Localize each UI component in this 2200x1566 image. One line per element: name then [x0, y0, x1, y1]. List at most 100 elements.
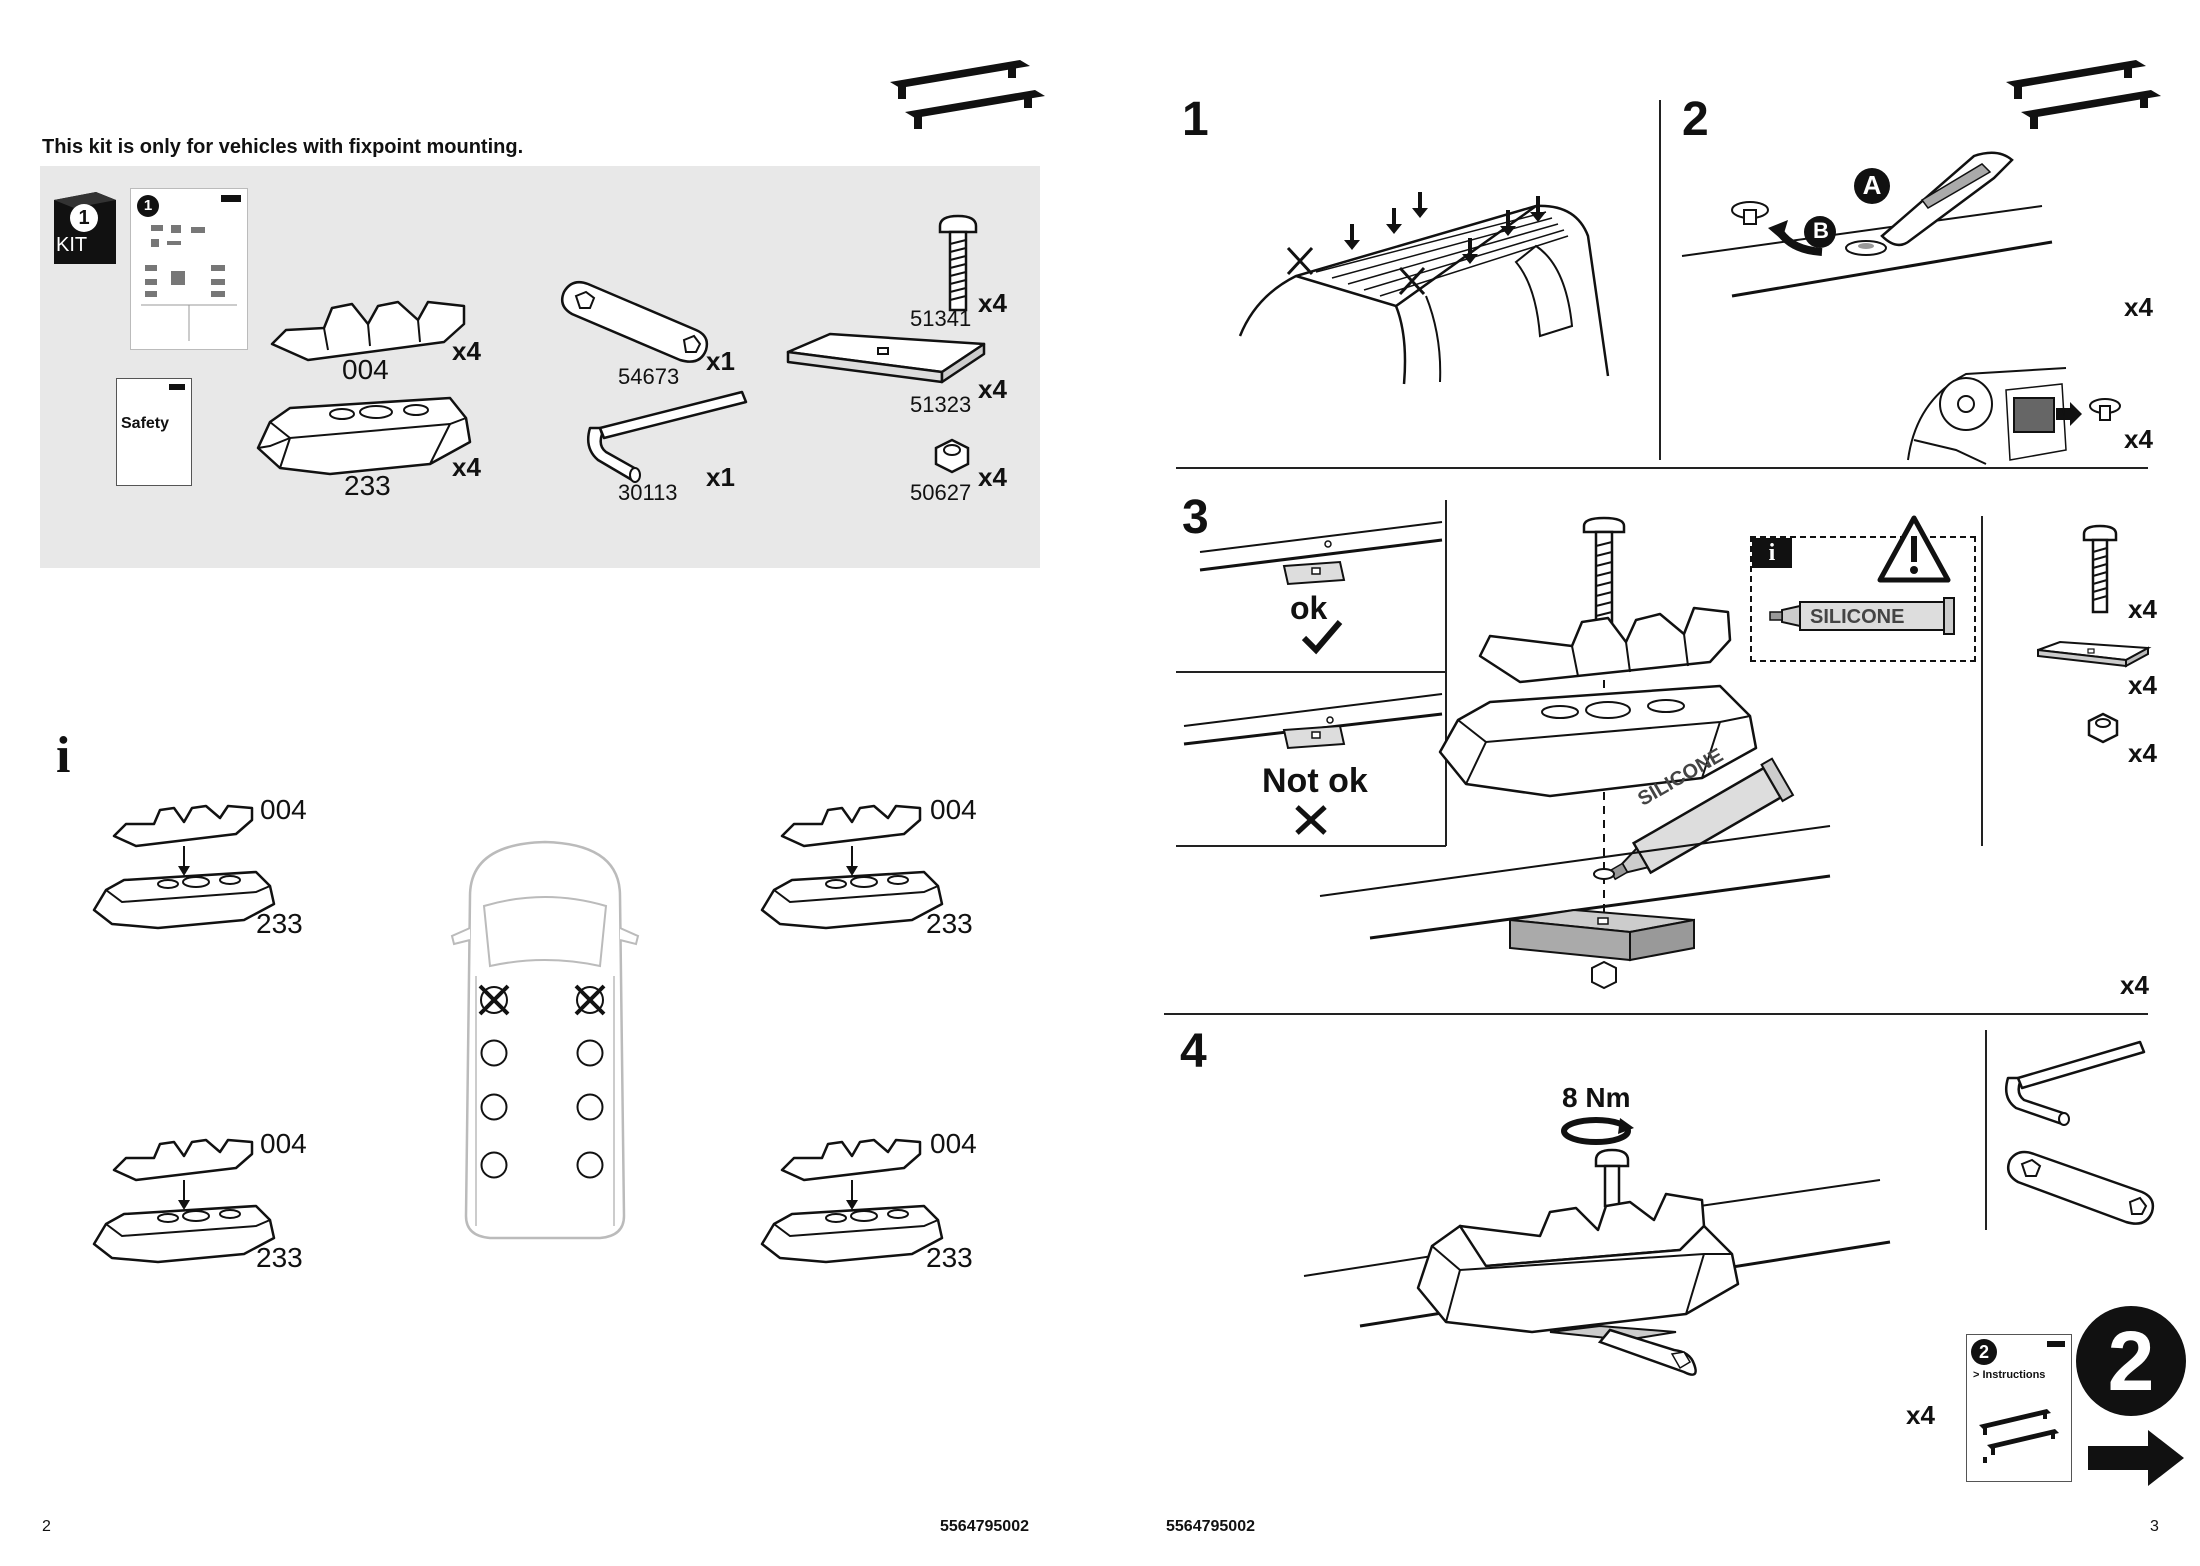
- part-51323-code: 51323: [910, 392, 972, 417]
- page-number-right: 3: [2150, 1518, 2159, 1535]
- fixpoint-crossed-left-icon: [478, 984, 510, 1016]
- part-004-icon: [270, 300, 466, 362]
- assembly-label-233: 233: [926, 1242, 973, 1273]
- silicone-info-icon: i: [1752, 538, 1792, 568]
- step-4-number: 4: [1180, 1025, 1207, 1078]
- step-3-ok-plate-icon: [1199, 521, 1443, 586]
- step-4-installed-foot-icon: [1303, 1148, 1891, 1376]
- next-booklet-badge-circle: [1971, 1339, 1997, 1365]
- step-2-number: 2: [1682, 93, 1709, 146]
- part-50627-code: 50627: [910, 480, 972, 505]
- part-233-code: 233: [344, 470, 391, 501]
- step-3-ok-label: ok: [1290, 590, 1328, 626]
- step-3-bolt-qty: x4: [2128, 594, 2157, 624]
- part-004-qty: x4: [452, 336, 481, 366]
- step-3-not-ok-plate-icon: [1183, 693, 1443, 750]
- assembly-004-on-233-icon: [92, 1138, 276, 1264]
- step-1-van-roof-icon: [1238, 192, 1610, 385]
- fixpoint-circle-icon: [576, 1151, 604, 1179]
- step-4-wrench-icon: [2007, 1150, 2155, 1225]
- page-number-left: 2: [42, 1518, 51, 1535]
- info-icon: i: [56, 727, 71, 784]
- assembly-label-004: 004: [260, 1128, 307, 1159]
- assembly-004-on-233-icon: [760, 1138, 944, 1264]
- assembly-label-004: 004: [930, 1128, 977, 1159]
- kit-notice: This kit is only for vehicles with fixpo…: [42, 136, 524, 158]
- part-50627-qty: x4: [978, 462, 1007, 492]
- silicone-tube-icon: [1769, 597, 1955, 635]
- next-page-arrow-icon: [2088, 1430, 2184, 1486]
- step-2-qty-bottom: x4: [2124, 424, 2153, 454]
- step-2-callout-a: A: [1862, 170, 1882, 200]
- kit-badge-circle: [70, 204, 98, 232]
- step-2-qty-top: x4: [2124, 292, 2153, 322]
- instruction-booklet-1: 1: [130, 188, 248, 350]
- part-51341-qty: x4: [978, 288, 1007, 318]
- assembly-label-233: 233: [256, 1242, 303, 1273]
- part-51341-bolt-icon: [938, 214, 978, 312]
- silicone-info-tube-label: SILICONE: [1810, 606, 1905, 628]
- assembly-label-233: 233: [256, 908, 303, 939]
- cross-icon: [1295, 805, 1327, 835]
- step-3-number: 3: [1182, 491, 1209, 544]
- step-3-plate-icon: [2037, 640, 2152, 668]
- step-2-interior-icon: [1907, 367, 2082, 465]
- silicone-info-box: [1750, 536, 1976, 662]
- part-51341-code: 51341: [910, 306, 972, 331]
- safety-brand-mark: [169, 384, 185, 390]
- fixpoint-circle-icon: [480, 1039, 508, 1067]
- fixpoint-circle-icon: [480, 1093, 508, 1121]
- part-51323-qty: x4: [978, 374, 1007, 404]
- step-4-torque-label: 8 Nm: [1562, 1082, 1631, 1113]
- kit-badge-label: KIT: [56, 234, 88, 256]
- assembly-004-on-233-icon: [760, 804, 944, 930]
- part-54673-wrench-icon: [561, 281, 709, 363]
- step-3-bolt-icon: [2082, 524, 2118, 614]
- part-54673-code: 54673: [618, 364, 680, 389]
- part-233-qty: x4: [452, 452, 481, 482]
- part-54673-qty: x1: [706, 346, 735, 376]
- fixpoint-circle-icon: [576, 1093, 604, 1121]
- roof-bars-icon: [890, 60, 1045, 129]
- step-3-plate-qty: x4: [2128, 670, 2157, 700]
- next-booklet-title: > Instructions: [1973, 1369, 2046, 1381]
- next-booklet-badge-number: 2: [1978, 1342, 1989, 1362]
- fixpoint-circle-icon: [480, 1151, 508, 1179]
- kit-contents-panel: 1 KIT 1 Safety: [40, 166, 1040, 568]
- part-30113-hex-key-icon: [587, 390, 748, 483]
- assembly-label-004: 004: [260, 794, 307, 825]
- step-2-cap-icon: [2089, 398, 2121, 421]
- step-4-hex-key-icon: [2005, 1040, 2146, 1126]
- step-2-cover-removal-icon: [1681, 151, 2053, 298]
- step-3-nut-icon: [2087, 712, 2119, 744]
- part-50627-nut-icon: [934, 438, 970, 474]
- step-3-mounting-assembly-icon: [1319, 516, 1831, 990]
- safety-label: Safety: [121, 415, 170, 432]
- doc-number-left: 5564795002: [940, 1518, 1029, 1535]
- booklet-badge-number: 1: [143, 197, 153, 214]
- part-233-icon: [256, 396, 472, 476]
- part-30113-qty: x1: [706, 462, 735, 492]
- warning-triangle-icon: [1877, 515, 1951, 583]
- booklet-brand-mark: [221, 195, 241, 202]
- step-3-nut-qty: x4: [2128, 738, 2157, 768]
- next-booklet-big-number: 2: [2107, 1314, 2155, 1408]
- step-1-number: 1: [1182, 93, 1209, 146]
- booklet-badge-circle: [137, 195, 159, 217]
- next-booklet-roof-bars-icon: [1979, 1409, 2059, 1463]
- van-top-view-icon: [450, 840, 640, 1240]
- part-51323-plate-icon: [786, 332, 986, 384]
- assembly-label-004: 004: [930, 794, 977, 825]
- checkmark-icon: [1301, 620, 1343, 655]
- next-booklet-brand-mark: [2047, 1341, 2065, 1347]
- fixpoint-circle-icon: [576, 1039, 604, 1067]
- part-004-code: 004: [342, 354, 389, 385]
- safety-booklet: Safety: [116, 378, 192, 486]
- torque-rotation-arrow-icon: [1561, 1117, 1634, 1145]
- step-2-callout-b: B: [1813, 218, 1829, 243]
- assembly-label-233: 233: [926, 908, 973, 939]
- step-3-not-ok-label: Not ok: [1262, 762, 1368, 800]
- doc-number-right: 5564795002: [1166, 1518, 1255, 1535]
- assembly-004-on-233-icon: [92, 804, 276, 930]
